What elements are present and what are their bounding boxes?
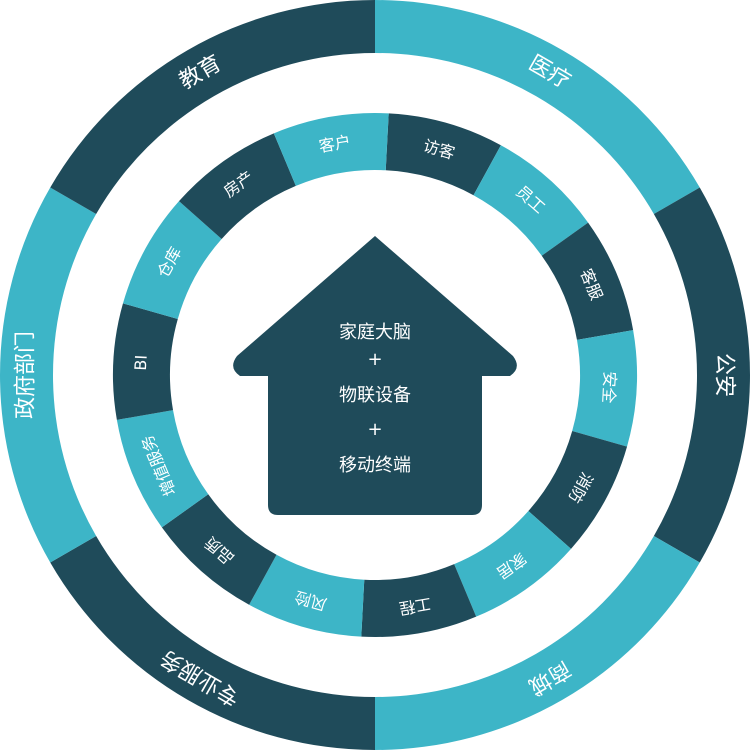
inner-ring-segment: [116, 410, 209, 528]
outer-ring-segment: [50, 0, 375, 214]
inner-ring-label: 安全: [599, 371, 620, 404]
inner-ring-segment: [541, 222, 634, 340]
inner-ring-segment: [528, 431, 628, 549]
center-text-line-1: 家庭大脑: [339, 322, 411, 343]
outer-ring-segment: [375, 0, 700, 214]
outer-ring-segment: [653, 187, 750, 563]
inner-ring-segment: [161, 494, 277, 605]
outer-ring-segment: [50, 536, 375, 750]
inner-ring-segment: [122, 201, 222, 319]
inner-ring-segment: [473, 145, 589, 256]
inner-ring-label: BI: [131, 354, 151, 371]
outer-ring-label: 政府部门: [14, 331, 39, 419]
inner-ring-segment: [454, 511, 572, 617]
inner-ring-segment: [112, 303, 178, 420]
outer-ring-label: 公安: [712, 353, 737, 397]
center-text-plus-2: +: [367, 419, 382, 440]
inner-ring-segment: [361, 564, 477, 637]
center-house: 家庭大脑 + 物联设备 + 移动终端: [233, 236, 517, 515]
inner-ring-segment: [249, 554, 365, 637]
inner-ring-segment: [572, 330, 637, 447]
inner-ring-segment: [178, 133, 296, 239]
center-text-line-3: 移动终端: [339, 455, 411, 476]
center-text-plus-1: +: [367, 349, 382, 370]
inner-ring-segment: [385, 113, 501, 196]
outer-ring-segment: [0, 187, 97, 563]
inner-ring-segment: [273, 113, 389, 186]
outer-ring-segment: [375, 536, 700, 750]
house-icon: [233, 236, 517, 515]
center-text-line-2: 物联设备: [339, 385, 411, 406]
